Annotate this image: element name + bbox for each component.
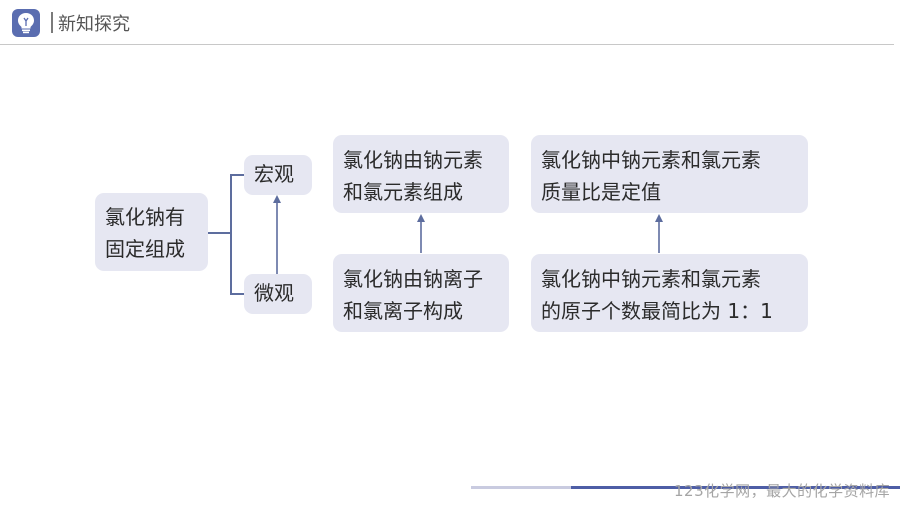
- micro-composition-node: 氯化钠由钠离子 和氯离子构成: [333, 254, 509, 332]
- macro-composition-line1: 氯化钠由钠元素: [343, 148, 483, 172]
- micro-ratio-line1: 氯化钠中钠元素和氯元素: [541, 267, 761, 291]
- footer-line-light: [471, 486, 577, 489]
- arrowhead-ratio: [655, 214, 663, 222]
- arrowhead-micro-to-macro: [273, 195, 281, 203]
- macro-ratio-line2: 质量比是定值: [541, 180, 661, 204]
- page-title: 新知探究: [58, 14, 130, 35]
- bracket-bottom-arm: [230, 293, 244, 295]
- macro-node-label: 宏观: [254, 162, 294, 186]
- bracket-top-arm: [230, 174, 244, 176]
- header-underline: [0, 44, 894, 45]
- micro-ratio-node: 氯化钠中钠元素和氯元素 的原子个数最简比为 1：1: [531, 254, 808, 332]
- root-node-line2: 固定组成: [105, 237, 185, 261]
- root-node-line1: 氯化钠有: [105, 205, 185, 229]
- micro-composition-line1: 氯化钠由钠离子: [343, 267, 483, 291]
- bracket-vertical: [230, 175, 232, 295]
- lightbulb-icon: [12, 9, 40, 37]
- bracket-stem: [208, 232, 231, 234]
- micro-ratio-line2: 的原子个数最简比为 1：1: [541, 299, 773, 323]
- macro-node: 宏观: [244, 155, 312, 195]
- footer-line-dark: [571, 486, 900, 489]
- arrowhead-composition: [417, 214, 425, 222]
- footer-watermark: 123化学网，最大的化学资料库: [674, 482, 891, 500]
- macro-ratio-line1: 氯化钠中钠元素和氯元素: [541, 148, 761, 172]
- macro-ratio-node: 氯化钠中钠元素和氯元素 质量比是定值: [531, 135, 808, 213]
- micro-node: 微观: [244, 274, 312, 314]
- micro-node-label: 微观: [254, 281, 294, 305]
- micro-composition-line2: 和氯离子构成: [343, 299, 463, 323]
- macro-composition-line2: 和氯元素组成: [343, 180, 463, 204]
- header: 新知探究: [0, 0, 900, 46]
- root-node: 氯化钠有 固定组成: [95, 193, 208, 271]
- header-divider: [51, 12, 53, 33]
- macro-composition-node: 氯化钠由钠元素 和氯元素组成: [333, 135, 509, 213]
